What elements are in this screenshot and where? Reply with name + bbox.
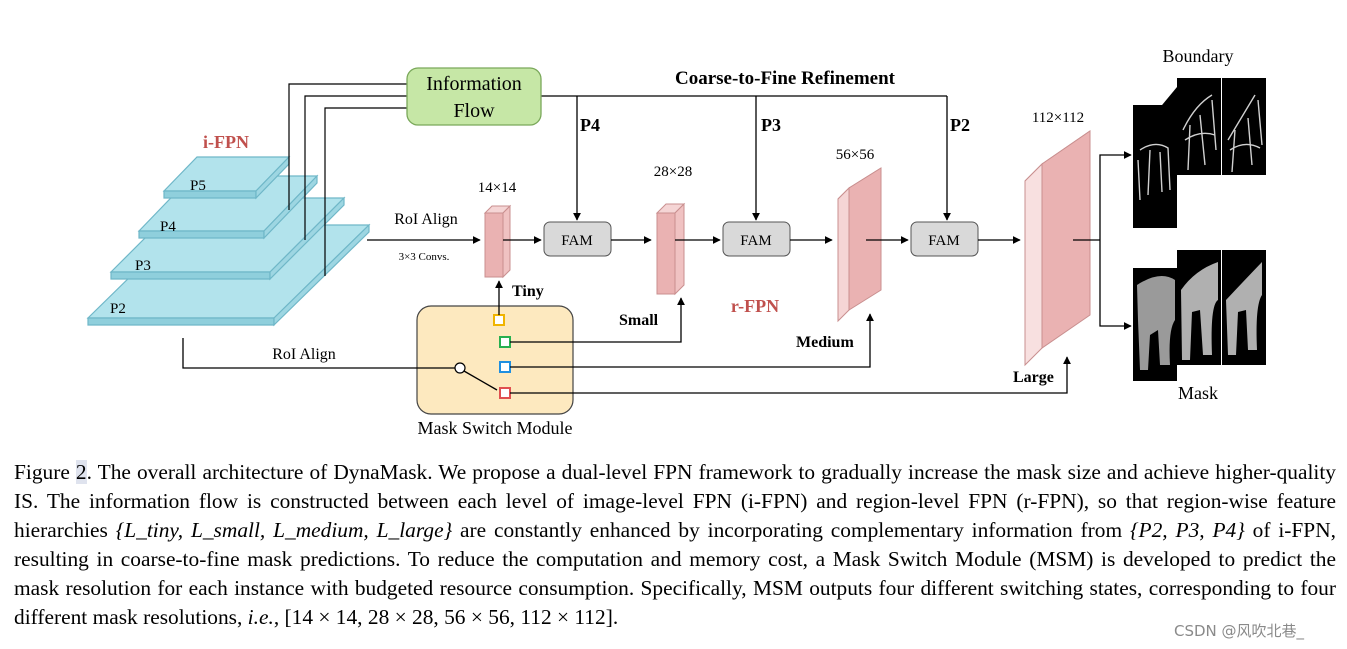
ifpn-pyramid (86, 155, 371, 327)
caption-part4: of i-FPN, resulting in coarse-to-fine ma… (14, 518, 1336, 629)
boundary-label: Boundary (1163, 46, 1234, 66)
figure-caption: Figure 2. The overall architecture of Dy… (14, 458, 1336, 632)
input-label-p3: P3 (761, 115, 781, 135)
input-label-p2: P2 (950, 115, 970, 135)
size-label-112: 112×112 (1032, 110, 1084, 126)
scale-label-large: Large (1013, 369, 1054, 386)
caption-math-pyramid: {P2, P3, P4} (1129, 518, 1245, 542)
information-flow-label-line2: Flow (453, 100, 495, 122)
feature-map-tiny (483, 204, 512, 279)
roi-align-top-label: RoI Align (394, 211, 458, 228)
size-label-28: 28×28 (654, 164, 692, 180)
scale-label-small: Small (619, 312, 659, 329)
caption-part2: . The overall architecture of DynaMask. … (14, 460, 1336, 542)
csdn-watermark: CSDN @风吹北巷_ (1174, 620, 1305, 641)
architecture-diagram: P5 P4 P3 P2 i-FPN Information Flow Coars… (86, 46, 1266, 438)
convs-label: 3×3 Convs. (399, 251, 450, 263)
rfpn-label: r-FPN (731, 296, 779, 316)
mask-images (1133, 250, 1266, 381)
roi-align-bottom-label: RoI Align (272, 346, 336, 363)
caption-ie: i.e. (247, 605, 274, 629)
scale-label-medium: Medium (796, 334, 854, 351)
info-flow-lines (288, 83, 947, 276)
caption-part5: , (273, 605, 285, 629)
input-label-p4: P4 (580, 115, 600, 135)
switch-pivot (454, 362, 466, 374)
figure-ref-link[interactable]: 2 (75, 460, 87, 484)
fam-box-1 (543, 221, 612, 257)
pyramid-label-p5: P5 (190, 178, 206, 194)
caption-math-resolutions: [14 × 14, 28 × 28, 56 × 56, 112 × 112] (284, 605, 613, 629)
feature-map-large (1024, 130, 1091, 367)
pyramid-label-p3: P3 (135, 258, 151, 274)
fam-box-3 (910, 221, 979, 257)
switch-tiny (493, 314, 505, 326)
caption-part6: . (612, 605, 619, 629)
mask-switch-module-box (416, 305, 574, 415)
caption-part1: Figure (14, 460, 76, 484)
information-flow-box (406, 67, 542, 126)
information-flow-label-line1: Information (426, 73, 522, 95)
size-label-56: 56×56 (836, 147, 875, 163)
fam-label-1: FAM (561, 233, 592, 249)
ifpn-label: i-FPN (203, 132, 249, 152)
fam-label-2: FAM (740, 233, 771, 249)
caption-part3: are constantly enhanced by incorporating… (452, 518, 1130, 542)
feature-map-small (655, 202, 686, 296)
fam-label-3: FAM (928, 233, 959, 249)
feature-map-medium (837, 167, 882, 323)
pyramid-label-p4: P4 (160, 219, 176, 235)
caption-math-levels: {L_tiny, L_small, L_medium, L_large} (115, 518, 453, 542)
mask-label: Mask (1178, 383, 1218, 403)
size-label-14: 14×14 (478, 180, 517, 196)
pyramid-label-p2: P2 (110, 301, 126, 317)
switch-medium (499, 361, 511, 373)
scale-label-tiny: Tiny (512, 283, 544, 300)
switch-small (499, 336, 511, 348)
switch-large (499, 387, 511, 399)
boundary-images (1133, 78, 1266, 228)
coarse-to-fine-title: Coarse-to-Fine Refinement (675, 68, 896, 89)
mask-switch-module-label: Mask Switch Module (418, 418, 573, 438)
fam-box-2 (722, 221, 791, 257)
